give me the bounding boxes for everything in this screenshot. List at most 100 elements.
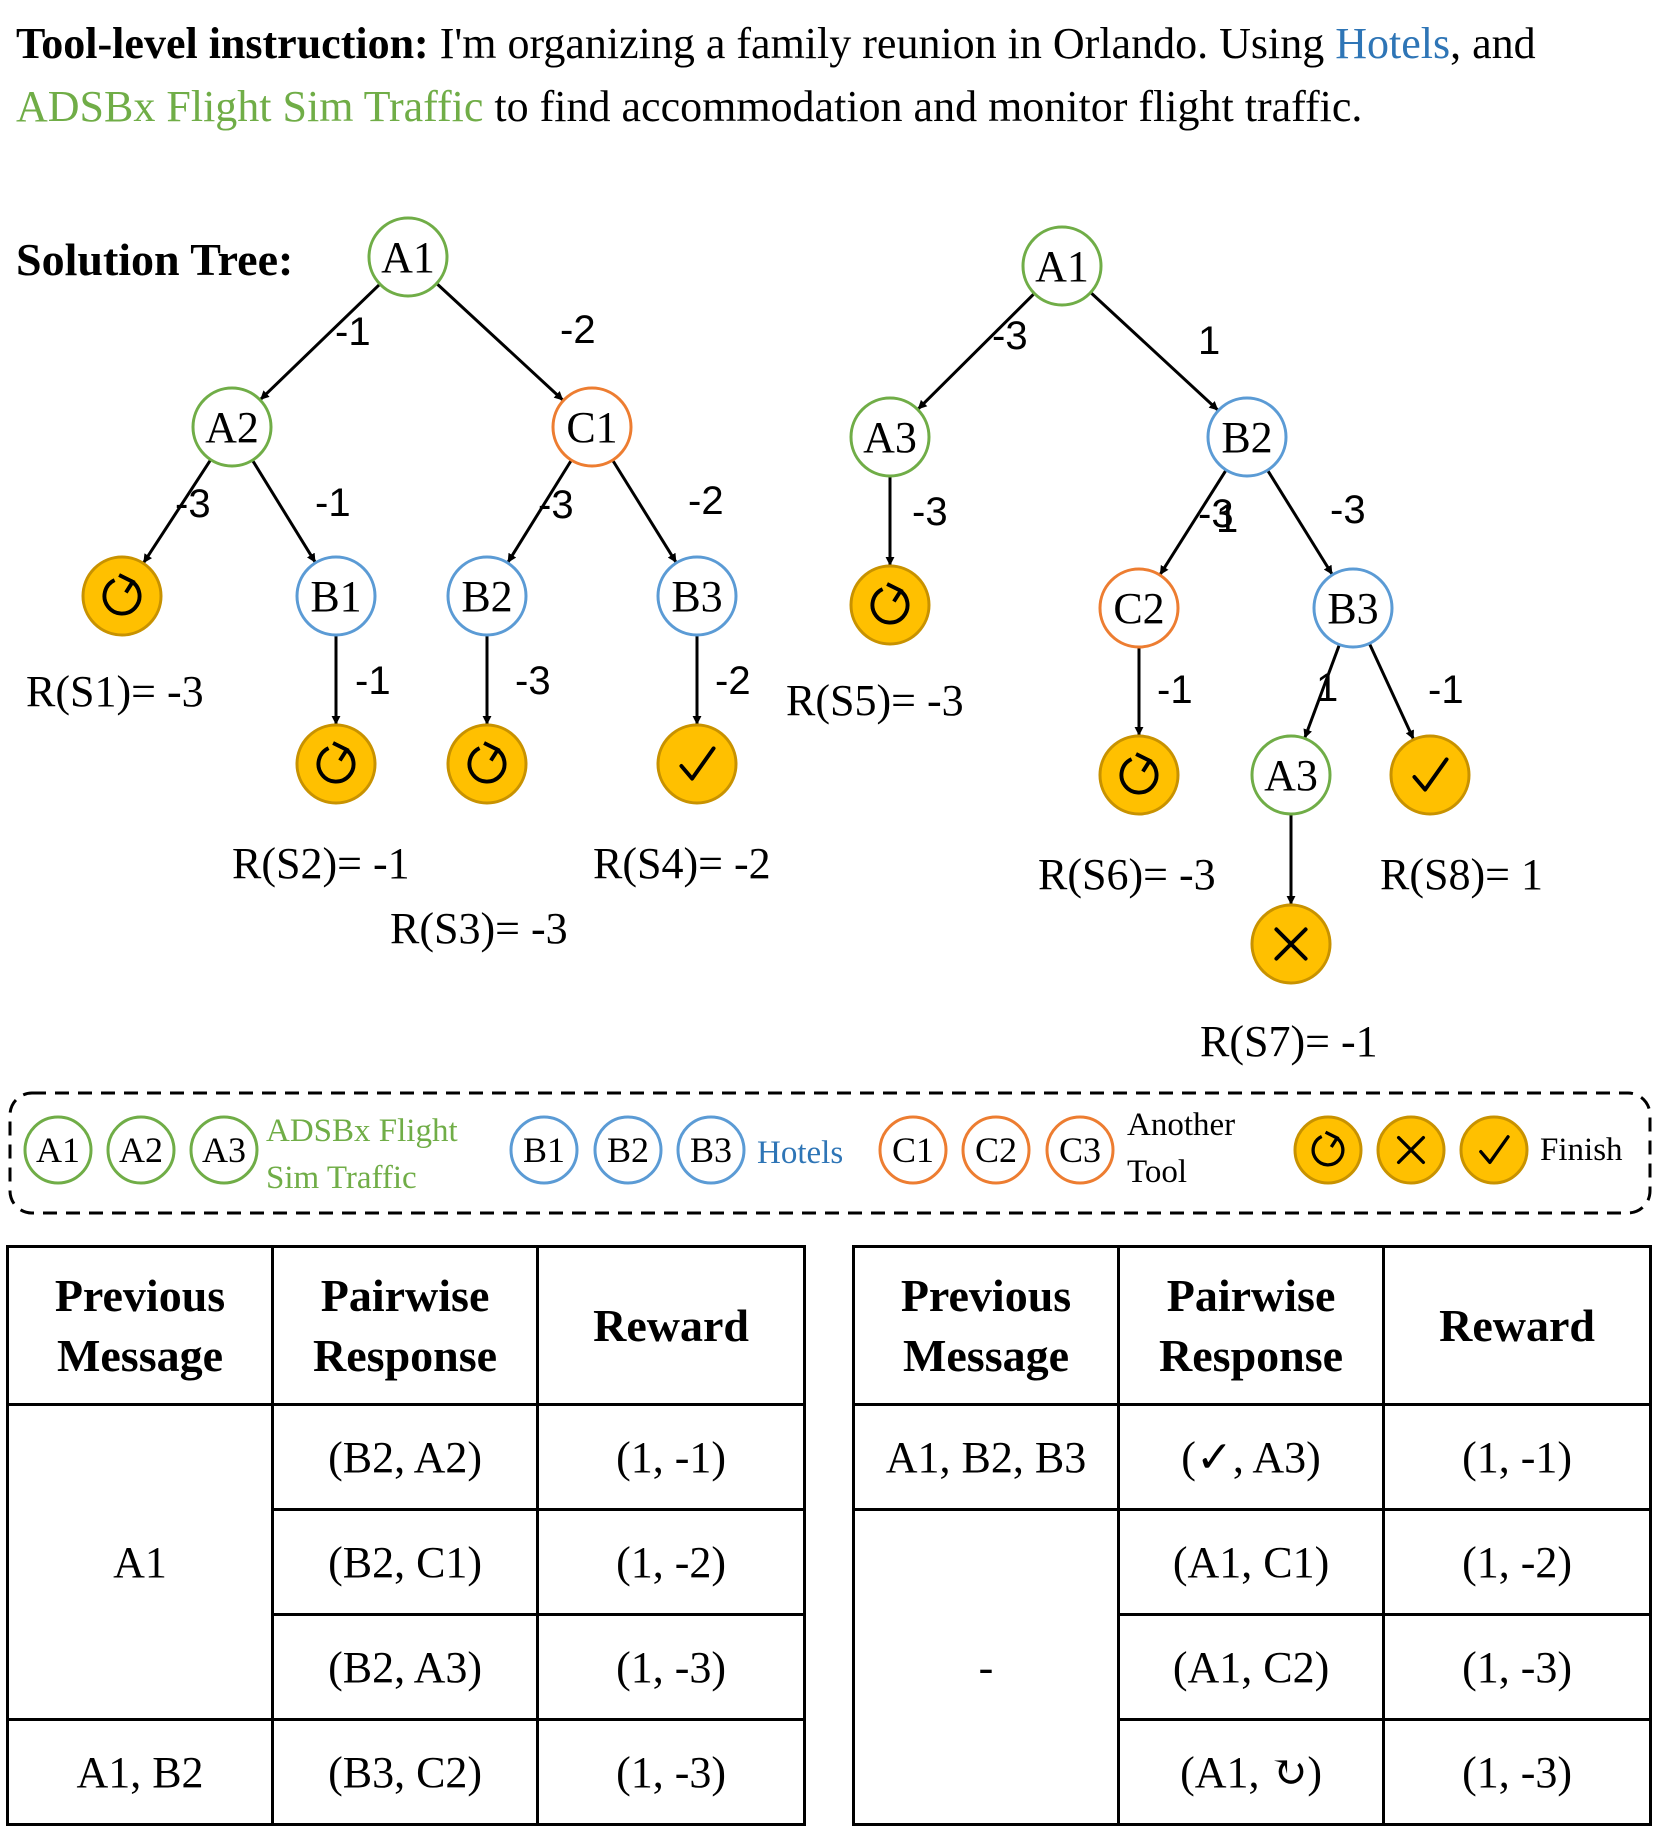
- legend-node-label: C1: [892, 1130, 934, 1170]
- tree-edge: [435, 282, 564, 401]
- tree-node-b1: B1: [295, 555, 377, 637]
- pairwise-response-cell: (B2, A3): [270, 1613, 540, 1721]
- node-label: C2: [1113, 584, 1164, 633]
- tree-edge: [259, 283, 381, 401]
- tree-node-a3: A3: [849, 396, 931, 478]
- tree-node-a1: A1: [367, 216, 449, 298]
- edge-weight-label: 1: [1216, 497, 1238, 541]
- instruction-text-3: to find accommodation and monitor flight…: [483, 82, 1363, 131]
- check-icon: [656, 723, 738, 805]
- legend-node-label: A2: [119, 1130, 163, 1170]
- pairwise-response-cell: (B3, C2): [270, 1718, 540, 1826]
- legend-node-label: B3: [690, 1130, 732, 1170]
- reward-label: R(S8)= 1: [1380, 850, 1543, 899]
- tree-node-a2: A2: [191, 386, 273, 468]
- legend-node-hotels: B2: [593, 1115, 663, 1185]
- previous-message-cell: A1: [6, 1403, 274, 1721]
- check-icon: [1389, 734, 1471, 816]
- node-label: B1: [310, 572, 361, 621]
- tree-edge: [611, 459, 678, 563]
- tool-level-instruction: Tool-level instruction: I'm organizing a…: [16, 12, 1646, 138]
- pairwise-response-cell: (✓, A3): [1116, 1403, 1386, 1511]
- legend-node-hotels: B1: [509, 1115, 579, 1185]
- reward-cell: (1, -3): [1382, 1718, 1652, 1826]
- legend-node-adsbx: A1: [23, 1115, 93, 1185]
- reward-label: R(S4)= -2: [593, 839, 771, 888]
- tree-edge: [1089, 291, 1219, 411]
- tree-node-b3: B3: [1312, 567, 1394, 649]
- cross-icon: [1250, 903, 1332, 985]
- legend-node-adsbx: A2: [106, 1115, 176, 1185]
- node-label: A3: [863, 413, 917, 462]
- edge-weight-label: -3: [1330, 488, 1366, 532]
- node-label: A1: [381, 233, 435, 282]
- legend-node-label: B2: [607, 1130, 649, 1170]
- reward-cell: (1, -2): [1382, 1508, 1652, 1616]
- edge-weight-label: -1: [1157, 668, 1193, 712]
- reward-cell: (1, -1): [1382, 1403, 1652, 1511]
- pairwise-response-cell: (A1, C2): [1116, 1613, 1386, 1721]
- legend-label-another-tool: Another: [1127, 1107, 1235, 1143]
- reward-cell: (1, -3): [1382, 1613, 1652, 1721]
- edge-weight-label: -2: [715, 659, 751, 703]
- legend-label-adsbx: Sim Traffic: [266, 1160, 417, 1196]
- edge-weight-label: -2: [688, 479, 724, 523]
- reward-label: R(S2)= -1: [232, 839, 410, 888]
- edge-weight-label: 1: [1316, 666, 1338, 710]
- tree-edge: [506, 459, 573, 563]
- retry-icon: [849, 564, 931, 646]
- node-label: B3: [671, 572, 722, 621]
- retry-icon: [446, 723, 528, 805]
- previous-message-cell: A1, B2, B3: [852, 1403, 1120, 1511]
- reward-label: R(S6)= -3: [1038, 850, 1216, 899]
- tree-node-b3: B3: [656, 555, 738, 637]
- tree-edge: [1266, 469, 1334, 575]
- legend-node-label: A3: [202, 1130, 246, 1170]
- edge-weight-label: -3: [515, 659, 551, 703]
- instruction-tool-adsbx: ADSBx Flight Sim Traffic: [16, 82, 484, 131]
- cross-icon: [1376, 1115, 1446, 1185]
- legend-label-another-tool: Tool: [1127, 1154, 1187, 1190]
- previous-message-cell: -: [852, 1508, 1120, 1826]
- legend-node-label: B1: [523, 1130, 565, 1170]
- legend-node-label: A1: [36, 1130, 80, 1170]
- tree-edge: [251, 459, 317, 563]
- legend-label-adsbx: ADSBx Flight: [266, 1113, 458, 1149]
- header-reward: Reward: [536, 1245, 806, 1406]
- edge-weight-label: -2: [560, 308, 596, 352]
- legend-node-hotels: B3: [676, 1115, 746, 1185]
- tree-node-a1: A1: [1021, 225, 1103, 307]
- legend-node-another-tool: C3: [1045, 1115, 1115, 1185]
- retry-icon: [295, 723, 377, 805]
- edge-weight-label: -3: [992, 314, 1028, 358]
- solution-tree-label: Solution Tree:: [16, 234, 293, 285]
- legend-label-finish: Finish: [1540, 1132, 1623, 1168]
- reward-label: R(S5)= -3: [786, 676, 964, 725]
- reward-cell: (1, -2): [536, 1508, 806, 1616]
- reward-cell: (1, -1): [536, 1403, 806, 1511]
- node-label: A3: [1264, 751, 1318, 800]
- edge-weight-label: -3: [538, 483, 574, 527]
- instruction-heading: Tool-level instruction:: [16, 19, 429, 68]
- previous-message-cell: A1, B2: [6, 1718, 274, 1826]
- pairwise-response-cell: (A1, ↻): [1116, 1718, 1386, 1826]
- instruction-tool-hotels: Hotels: [1335, 19, 1451, 68]
- edge-weight-label: 1: [1198, 319, 1220, 363]
- legend-node-another-tool: C1: [878, 1115, 948, 1185]
- edge-weight-label: -1: [1428, 668, 1464, 712]
- reward-cell: (1, -3): [536, 1718, 806, 1826]
- tree-edge: [1159, 469, 1228, 575]
- reward-cell: (1, -3): [536, 1613, 806, 1721]
- retry-icon: [1098, 734, 1180, 816]
- retry-icon: [81, 555, 163, 637]
- legend-node-label: C3: [1059, 1130, 1101, 1170]
